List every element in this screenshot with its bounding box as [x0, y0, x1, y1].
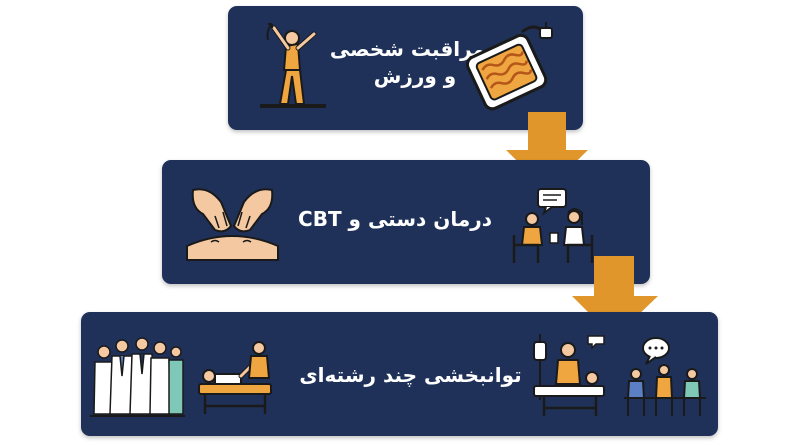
therapy-session-icon	[512, 188, 594, 263]
step-box-rehabilitation	[81, 312, 718, 436]
medical-team-icon	[90, 337, 185, 417]
step-label-line2: و ورزش	[373, 64, 457, 88]
flow-arrow-1	[506, 112, 588, 190]
step-label-rehabilitation: توانبخشی چند رشته‌ای	[288, 362, 533, 389]
step-label-line1: مراقبت شخصی	[329, 37, 485, 61]
step-label-manual-therapy: درمان دستی و CBT	[290, 206, 500, 233]
stretching-person-icon	[260, 23, 326, 108]
step-label-line1: توانبخشی چند رشته‌ای	[299, 363, 522, 387]
rehab-patient-icon	[533, 334, 605, 416]
group-talk-icon	[624, 337, 706, 416]
physiotherapy-bed-icon	[198, 341, 272, 414]
step-label-self-care: مراقبت شخصی و ورزش	[329, 36, 485, 90]
heating-pad-icon	[465, 22, 553, 111]
step-label-line1: درمان دستی و CBT	[298, 207, 492, 231]
massage-hands-icon	[186, 188, 279, 261]
